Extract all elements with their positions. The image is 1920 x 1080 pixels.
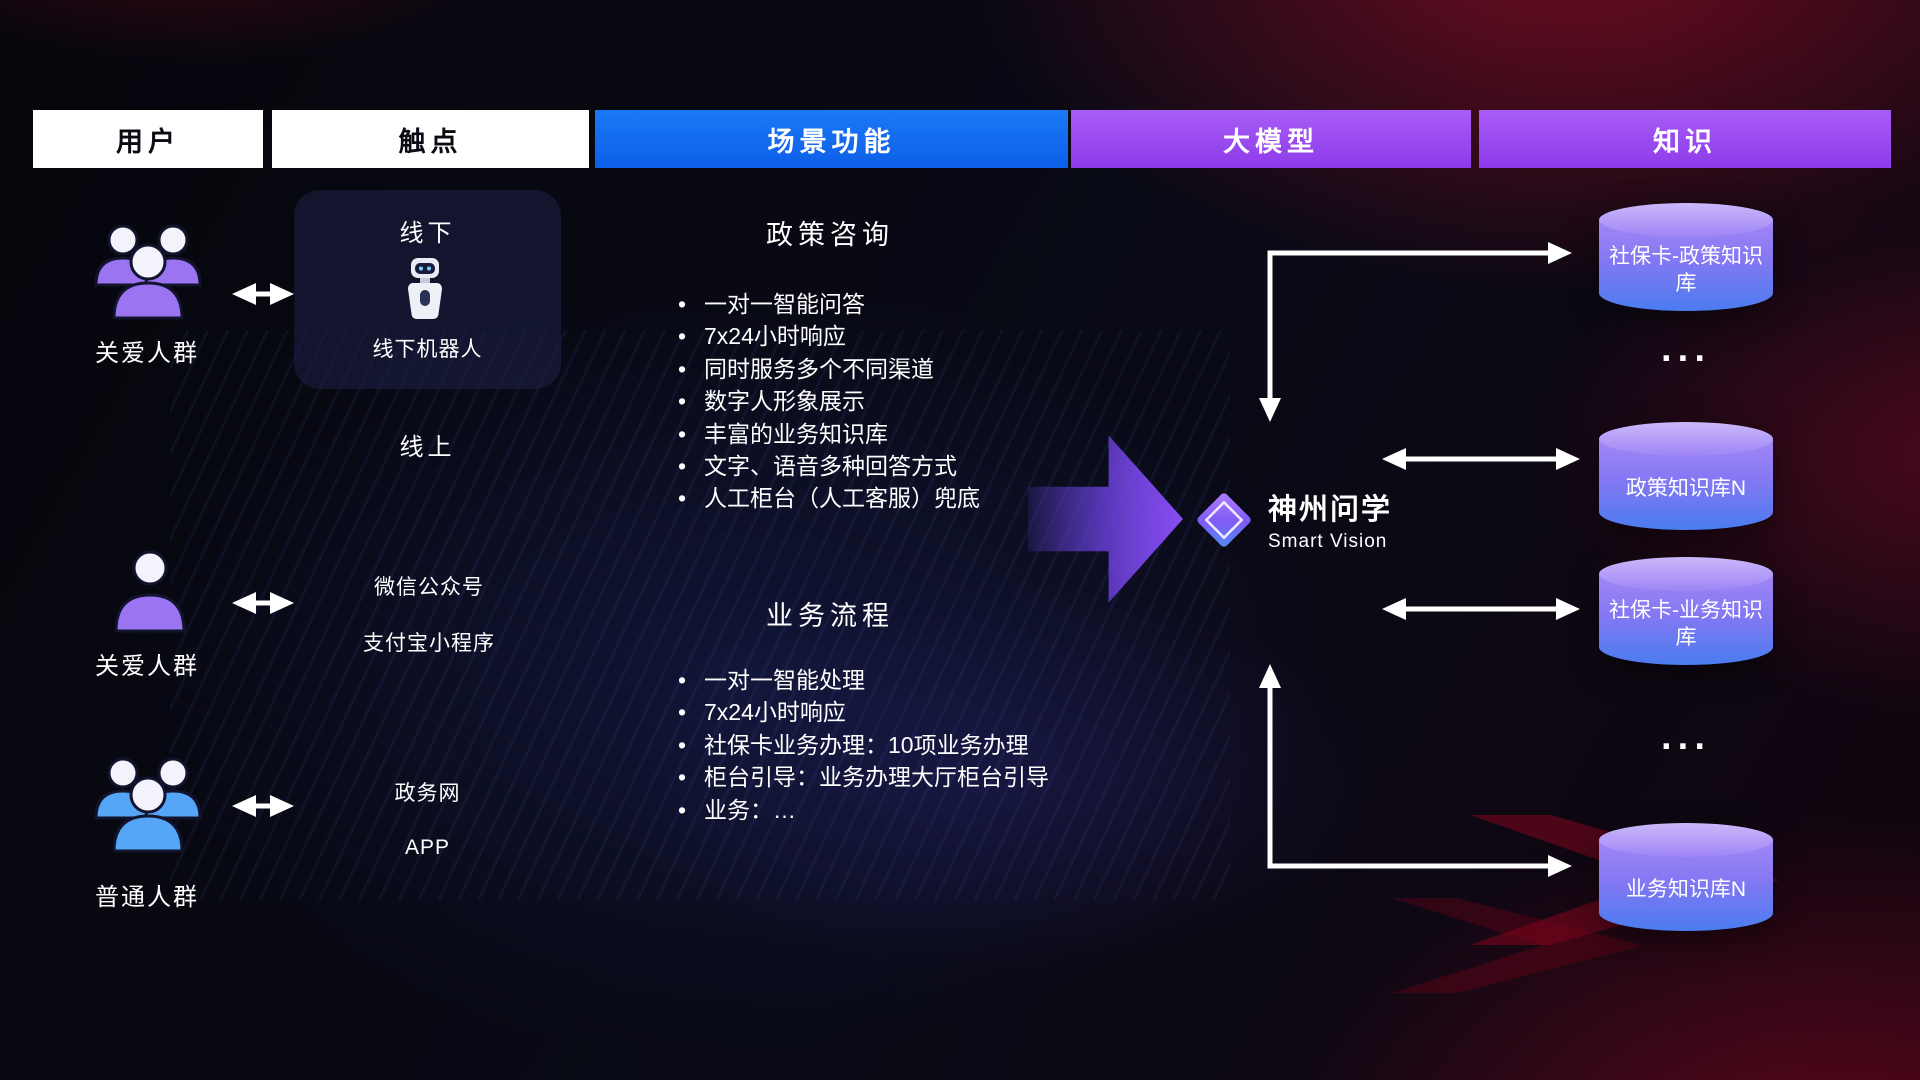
channel-govweb: 政务网 <box>394 782 461 805</box>
offline-title: 线下 <box>399 220 456 247</box>
feature-item: 文字、语音多种回答方式 <box>678 450 980 482</box>
kb-cylinder: 政策知识库N <box>1599 422 1773 530</box>
user-person-purple-icon <box>112 545 188 637</box>
kb-cylinder: 社保卡-业务知识库 <box>1599 557 1773 665</box>
kb-cylinder: 社保卡-政策知识库 <box>1599 203 1773 311</box>
offline-robot-label: 线下机器人 <box>372 338 483 361</box>
column-header-touchpoint: 触点 <box>272 110 589 168</box>
user-group-purple-icon <box>90 215 206 321</box>
user-label: 普通人群 <box>95 884 199 911</box>
channel-alipay: 支付宝小程序 <box>363 632 495 655</box>
user-label: 关爱人群 <box>95 653 199 680</box>
feature-item: 丰富的业务知识库 <box>678 418 980 450</box>
smart-vision-logo: 神州问学 Smart Vision <box>1193 486 1392 553</box>
channel-app: APP <box>404 836 451 859</box>
logo-subtitle: Smart Vision <box>1268 531 1388 552</box>
feature-item: 数字人形象展示 <box>678 385 980 417</box>
online-title: 线上 <box>399 434 456 461</box>
policy-section-title: 政策咨询 <box>766 220 894 250</box>
feature-item: 业务：… <box>678 794 1049 826</box>
service-robot-icon <box>403 256 447 320</box>
feature-item: 柜台引导：业务办理大厅柜台引导 <box>678 761 1049 793</box>
user-label: 关爱人群 <box>95 340 199 367</box>
channel-wechat: 微信公众号 <box>374 576 484 599</box>
kb-ellipsis: ··· <box>1661 726 1711 768</box>
model-kb1-elbow-arrow <box>1259 242 1572 422</box>
column-header-model: 大模型 <box>1071 110 1471 168</box>
kb-cylinder-top <box>1599 823 1773 857</box>
user-group-blue-icon <box>90 748 206 854</box>
column-header-knowledge: 知识 <box>1479 110 1891 168</box>
kb-label: 业务知识库N <box>1625 878 1747 901</box>
feature-item: 7x24小时响应 <box>678 320 980 352</box>
feature-item: 一对一智能处理 <box>678 664 1049 696</box>
kb-label: 社保卡-政策知识库 <box>1609 244 1763 295</box>
kb-cylinder-top <box>1599 422 1773 456</box>
feature-item: 人工柜台（人工客服）兜底 <box>678 482 980 514</box>
feature-item: 社保卡业务办理：10项业务办理 <box>678 729 1049 761</box>
kb-cylinder: 业务知识库N <box>1599 823 1773 931</box>
business-section-title: 业务流程 <box>766 601 894 631</box>
kb-cylinder-top <box>1599 203 1773 237</box>
model-kb4-elbow-arrow <box>1259 664 1572 877</box>
column-header-scenario: 场景功能 <box>595 110 1068 168</box>
business-feature-list: 一对一智能处理 7x24小时响应 社保卡业务办理：10项业务办理 柜台引导：业务… <box>678 664 1049 826</box>
feature-item: 一对一智能问答 <box>678 288 980 320</box>
diamond-logo-icon <box>1197 492 1251 547</box>
kb-ellipsis: ··· <box>1661 338 1711 380</box>
logo-name: 神州问学 <box>1268 494 1393 526</box>
feature-item: 7x24小时响应 <box>678 696 1049 728</box>
kb-cylinder-top <box>1599 557 1773 591</box>
policy-feature-list: 一对一智能问答 7x24小时响应 同时服务多个不同渠道 数字人形象展示 丰富的业… <box>678 288 980 515</box>
kb-label: 社保卡-业务知识库 <box>1609 598 1763 649</box>
kb-label: 政策知识库N <box>1625 477 1747 500</box>
feature-item: 同时服务多个不同渠道 <box>678 353 980 385</box>
column-header-user: 用户 <box>33 110 263 168</box>
